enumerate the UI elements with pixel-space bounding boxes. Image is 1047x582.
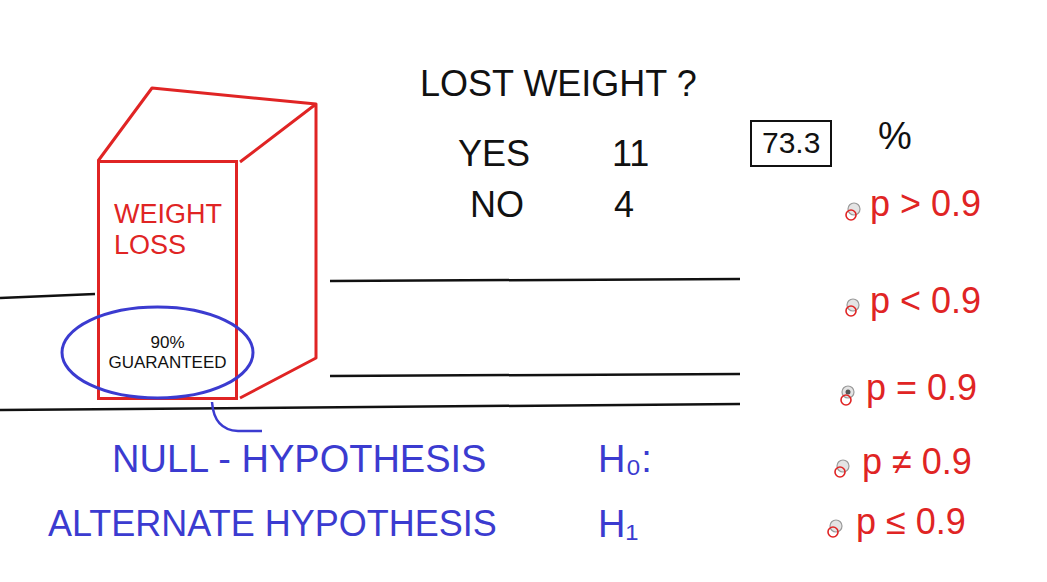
option-text: p = 0.9 xyxy=(866,366,977,409)
shelf-line xyxy=(330,279,740,281)
option-text: p ≠ 0.9 xyxy=(862,440,972,483)
hypothesis-label: ALTERNATE HYPOTHESIS xyxy=(48,502,497,545)
leader-line xyxy=(212,402,262,431)
shelf-line xyxy=(330,374,740,376)
highlight-ellipse: 90% GUARANTEED xyxy=(60,305,255,400)
shelf-line xyxy=(0,294,95,298)
box-text: 90% GUARANTEED xyxy=(103,333,233,372)
option-text: p < 0.9 xyxy=(870,279,981,322)
hypothesis-label: NULL - HYPOTHESIS xyxy=(112,437,486,483)
box-text: 73.3 xyxy=(762,126,820,161)
radio-buttons xyxy=(828,203,860,537)
answer-label: YES xyxy=(458,132,530,175)
box-text: WEIGHT LOSS xyxy=(114,199,229,261)
box-edges xyxy=(98,88,316,398)
shelf-line xyxy=(0,404,740,410)
count-value: 11 xyxy=(612,132,649,175)
unit-symbol: % xyxy=(878,114,912,160)
option-text: p > 0.9 xyxy=(870,182,981,225)
result-box: 73.3 xyxy=(750,120,832,167)
product-box: WEIGHT LOSS 90% GUARANTEED xyxy=(97,160,238,400)
hypothesis-symbol: H₀: xyxy=(598,437,652,483)
hypothesis-symbol: H₁ xyxy=(598,502,638,548)
count-value: 4 xyxy=(614,183,634,226)
question-text: LOST WEIGHT ? xyxy=(420,62,697,105)
answer-label: NO xyxy=(470,183,524,226)
option-text: p ≤ 0.9 xyxy=(856,500,966,543)
